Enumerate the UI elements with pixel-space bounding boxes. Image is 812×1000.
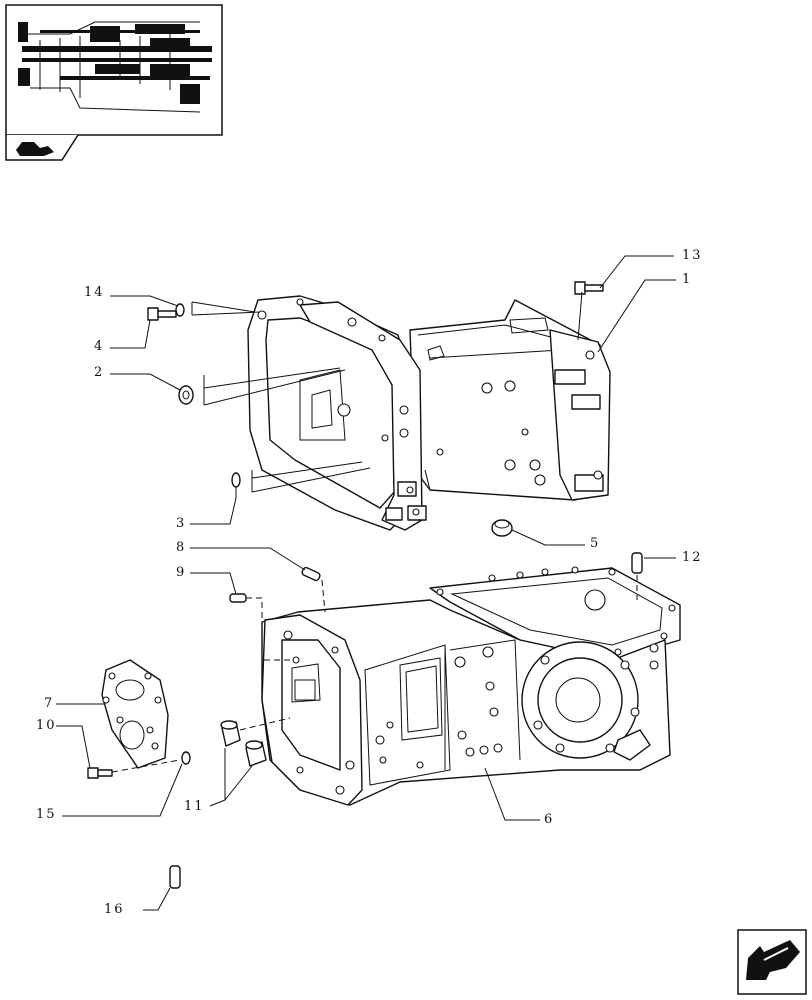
thumbnail-locator[interactable]: [5, 4, 223, 161]
callout-6: 6: [544, 812, 554, 827]
bolt-part-10: [87, 767, 113, 779]
next-page-arrow-icon[interactable]: [737, 929, 807, 995]
callout-14: 14: [84, 285, 105, 300]
washer-part-15: [181, 751, 191, 765]
callout-10: 10: [36, 718, 57, 733]
callout-3: 3: [176, 516, 186, 531]
transmission-housing-part-6: [261, 566, 681, 806]
callout-2: 2: [94, 365, 104, 380]
pin-part-16: [169, 865, 181, 889]
dowel-part-8: [301, 566, 321, 582]
bushing-part-11: [220, 720, 267, 767]
tractor-icon: [16, 142, 54, 156]
cover-part-7: [101, 659, 169, 769]
callout-4: 4: [94, 339, 104, 354]
callout-labels: 13 1 14 4 2 3 5 8 12 9 7 10 11 15 6 16: [36, 248, 703, 917]
callout-9: 9: [176, 565, 186, 580]
leader-lines: [56, 255, 676, 911]
transmission-section-thumbnail: [18, 21, 212, 113]
clutch-housing-part-1: [247, 295, 611, 531]
plug-part-2: [178, 385, 194, 405]
washer-part-14: [175, 303, 185, 317]
callout-1: 1: [682, 272, 692, 287]
callout-5: 5: [590, 536, 600, 551]
callout-16: 16: [104, 902, 125, 917]
callout-15: 15: [36, 807, 57, 822]
callout-11: 11: [184, 799, 205, 814]
bolt-part-4: [147, 307, 177, 321]
callout-7: 7: [44, 696, 54, 711]
dowel-part-9: [229, 593, 247, 603]
callout-13: 13: [682, 248, 703, 263]
callout-8: 8: [176, 540, 186, 555]
eyebolt-part-3: [231, 472, 241, 498]
dowel-part-12: [631, 552, 643, 574]
plug-part-5: [491, 519, 513, 537]
callout-12: 12: [682, 550, 703, 565]
bolt-part-13: [574, 281, 604, 295]
